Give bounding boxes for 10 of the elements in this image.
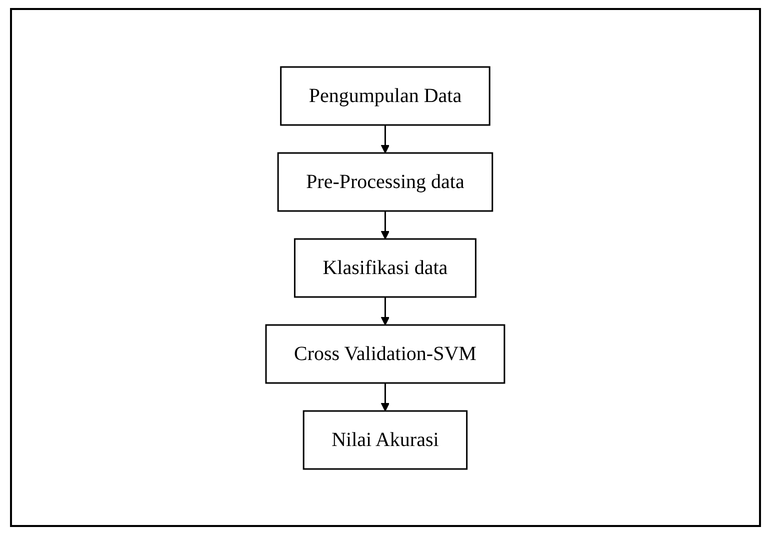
node-box <box>280 66 491 126</box>
arrow <box>381 210 390 239</box>
figure-frame: Pengumpulan Data Pre-Processing data Klasifikasi data Cross Validation-SVM Nilai Akurasi <box>10 8 761 527</box>
arrow <box>381 124 390 153</box>
node-box <box>266 324 506 384</box>
node-box <box>294 238 477 298</box>
arrow <box>381 382 390 411</box>
arrow <box>381 296 390 325</box>
node-box <box>303 410 468 470</box>
node-box <box>278 152 494 212</box>
